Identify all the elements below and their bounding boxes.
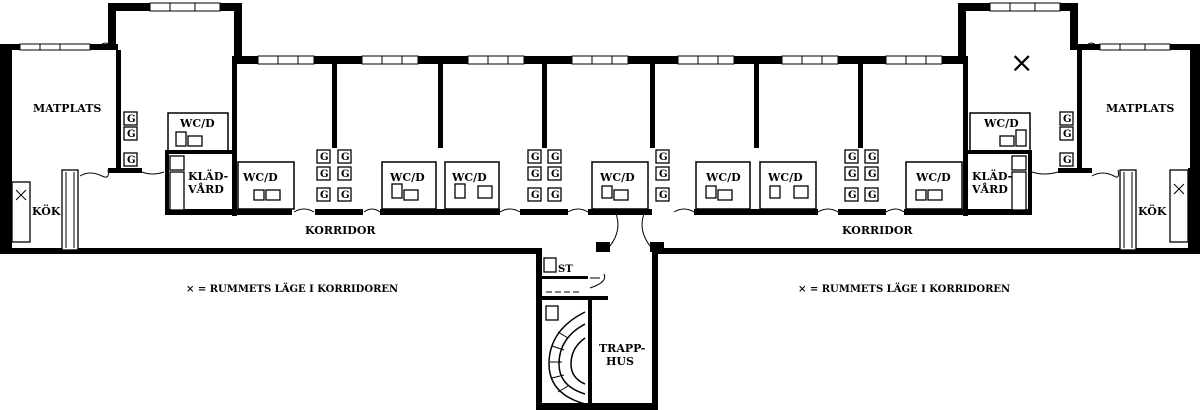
svg-text:G: G bbox=[659, 169, 668, 180]
label-matplats-left: MATPLATS bbox=[33, 102, 101, 115]
label-kok-right: KÖK bbox=[1138, 204, 1167, 218]
legend-right: × = RUMMETS LÄGE I KORRIDOREN bbox=[798, 282, 1010, 295]
label-korridor-right: KORRIDOR bbox=[842, 224, 913, 237]
svg-text:G: G bbox=[551, 190, 560, 201]
doors bbox=[79, 42, 1119, 289]
svg-text:G: G bbox=[531, 169, 540, 180]
svg-text:G: G bbox=[848, 190, 857, 201]
svg-text:G: G bbox=[320, 190, 329, 201]
label-trapphus-1: TRAPP- bbox=[599, 342, 645, 355]
svg-text:G: G bbox=[320, 152, 329, 163]
svg-text:G: G bbox=[531, 190, 540, 201]
label-wcd: WC/D bbox=[242, 171, 278, 184]
room-labels: MATPLATS MATPLATS KÖK KÖK KORRIDOR KORRI… bbox=[32, 46, 1174, 368]
svg-text:G: G bbox=[320, 169, 329, 180]
kitchen-right bbox=[1119, 169, 1189, 251]
windows bbox=[19, 2, 1171, 65]
legend-left: × = RUMMETS LÄGE I KORRIDOREN bbox=[186, 282, 398, 295]
label-kladvard-left-1: KLÄD- bbox=[188, 169, 228, 183]
label-wcd: WC/D bbox=[767, 171, 803, 184]
label-trapphus-2: HUS bbox=[606, 355, 634, 368]
label-wcd: WC/D bbox=[179, 117, 215, 130]
label-kladvard-right-1: KLÄD- bbox=[972, 169, 1012, 183]
kladvard-right bbox=[966, 150, 1032, 212]
svg-text:G: G bbox=[848, 169, 857, 180]
label-wcd: WC/D bbox=[705, 171, 741, 184]
svg-text:G: G bbox=[868, 190, 877, 201]
svg-text:G: G bbox=[127, 155, 136, 166]
legends: × = RUMMETS LÄGE I KORRIDOREN × = RUMMET… bbox=[186, 282, 1010, 295]
svg-text:G: G bbox=[127, 114, 136, 125]
svg-text:G: G bbox=[848, 152, 857, 163]
g-letters: G G G G G G G G G G G G G G G G G G G G … bbox=[127, 114, 1072, 201]
svg-text:G: G bbox=[1063, 129, 1072, 140]
label-wcd: WC/D bbox=[389, 171, 425, 184]
svg-text:G: G bbox=[868, 169, 877, 180]
svg-text:G: G bbox=[341, 152, 350, 163]
svg-text:G: G bbox=[551, 152, 560, 163]
stair-details bbox=[542, 257, 588, 405]
label-wcd: WC/D bbox=[599, 171, 635, 184]
kitchen-left bbox=[11, 169, 79, 251]
svg-text:G: G bbox=[1063, 114, 1072, 125]
svg-text:G: G bbox=[341, 169, 350, 180]
svg-text:G: G bbox=[1063, 155, 1072, 166]
svg-text:G: G bbox=[659, 152, 668, 163]
partitions bbox=[6, 50, 1194, 252]
svg-text:G: G bbox=[531, 152, 540, 163]
x-mark-icon: × bbox=[1010, 46, 1033, 79]
label-wcd: WC/D bbox=[451, 171, 487, 184]
wc-units bbox=[167, 112, 1031, 210]
label-st: ST bbox=[558, 264, 573, 275]
label-korridor-left: KORRIDOR bbox=[305, 224, 376, 237]
svg-text:G: G bbox=[127, 129, 136, 140]
g-stacks bbox=[123, 111, 1074, 202]
label-kladvard-right-2: VÅRD bbox=[971, 182, 1008, 196]
kladvard-left bbox=[165, 150, 235, 212]
label-wcd: WC/D bbox=[983, 117, 1019, 130]
label-matplats-right: MATPLATS bbox=[1106, 102, 1174, 115]
svg-text:G: G bbox=[341, 190, 350, 201]
label-kok-left: KÖK bbox=[32, 204, 61, 218]
svg-text:G: G bbox=[659, 190, 668, 201]
label-wcd: WC/D bbox=[915, 171, 951, 184]
svg-text:G: G bbox=[551, 169, 560, 180]
svg-text:G: G bbox=[868, 152, 877, 163]
label-kladvard-left-2: VÅRD bbox=[187, 182, 224, 196]
window-mullions bbox=[39, 3, 1146, 64]
